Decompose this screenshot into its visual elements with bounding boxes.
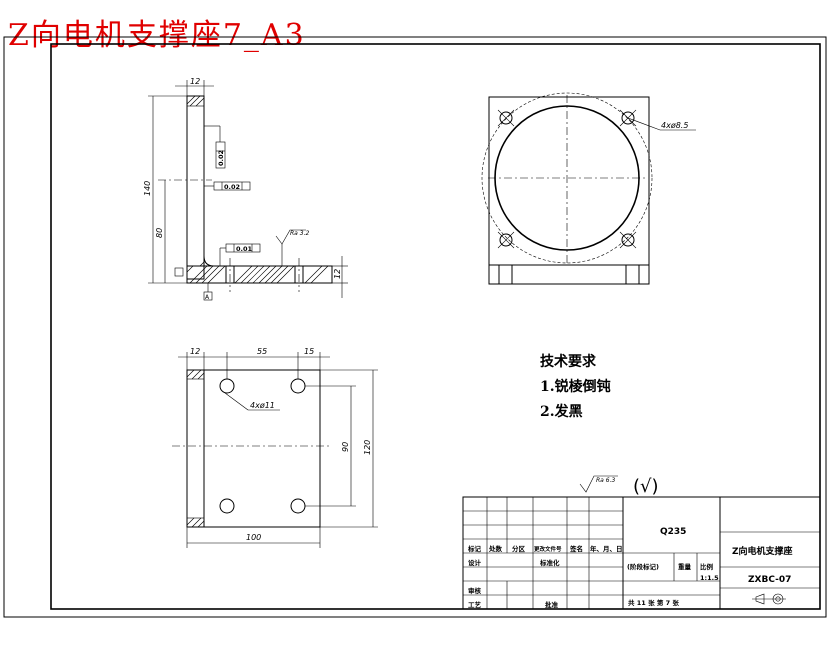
outer-frame — [3, 36, 827, 618]
roughness-check: (√) — [633, 476, 659, 497]
tb-scale: 1:1.5 — [700, 574, 719, 582]
hole-note-plan: 4xø11 — [250, 401, 275, 410]
tb-stage: (阶段标记) — [627, 562, 659, 571]
plan-view: 12 55 15 90 120 100 4xø11 — [172, 347, 378, 548]
roughness-note: Ra 6.3 (√) — [579, 475, 659, 497]
tol-parallel: 0.02 — [217, 150, 225, 166]
tech-item-1: 1.锐棱倒钝 — [540, 378, 611, 395]
technical-requirements: 技术要求 1.锐棱倒钝 2.发黑 — [540, 353, 611, 420]
dim-12-plan: 12 — [190, 347, 200, 356]
tb-approve: 批准 — [545, 600, 559, 609]
dim-120: 120 — [363, 440, 372, 455]
dim-top: 12 — [190, 77, 200, 86]
dim-55: 55 — [257, 347, 267, 356]
roughness-value: Ra 6.3 — [596, 477, 615, 484]
tb-sheets: 共 11 张 第 7 张 — [628, 598, 679, 607]
tol-parallel-2: 0.01 — [236, 245, 253, 253]
rev-h-5: 签名 — [569, 544, 583, 553]
tech-item-2: 2.发黑 — [540, 403, 583, 420]
dim-thick: 12 — [333, 269, 342, 279]
tb-part-name: Z向电机支撑座 — [732, 545, 793, 557]
dim-height: 140 — [143, 181, 152, 196]
rev-h-2: 处数 — [488, 544, 503, 553]
dim-15: 15 — [304, 347, 314, 356]
title-block: 标记 处数 分区 更改文件号 签名 年、月、日 设计 标准化 审核 工艺 批准 … — [462, 496, 821, 610]
tol-perp: 0.02 — [224, 183, 240, 191]
hole-note-top: 4xø8.5 — [661, 121, 688, 130]
tb-drawing-no: ZXBC-07 — [748, 575, 791, 585]
roughness-front: Ra 3.2 — [290, 230, 309, 237]
tb-design: 设计 — [468, 558, 482, 567]
rev-h-6: 年、月、日 — [590, 544, 623, 553]
dim-mid: 80 — [155, 228, 164, 238]
rev-h-1: 标记 — [467, 544, 482, 553]
tb-std: 标准化 — [539, 558, 560, 567]
front-view: 12 140 80 12 A 0.02 0.02 0.01 — [143, 77, 348, 301]
inner-frame — [50, 43, 821, 610]
tb-weight-label: 重量 — [678, 562, 692, 571]
top-view: 4xø8.5 — [481, 92, 696, 285]
rev-h-3: 分区 — [512, 544, 526, 553]
projection-symbol-icon — [752, 593, 786, 605]
dim-90: 90 — [341, 442, 350, 452]
rev-h-4: 更改文件号 — [534, 545, 562, 553]
tech-heading: 技术要求 — [540, 353, 597, 370]
tb-review: 审核 — [468, 586, 482, 595]
tb-material: Q235 — [660, 527, 686, 537]
drawing-title: Z向电机支撑座7_A3 — [8, 18, 306, 53]
datum-label: A — [205, 294, 210, 301]
dim-100: 100 — [246, 533, 261, 542]
tb-scale-label: 比例 — [700, 562, 714, 571]
tb-process: 工艺 — [468, 600, 482, 609]
